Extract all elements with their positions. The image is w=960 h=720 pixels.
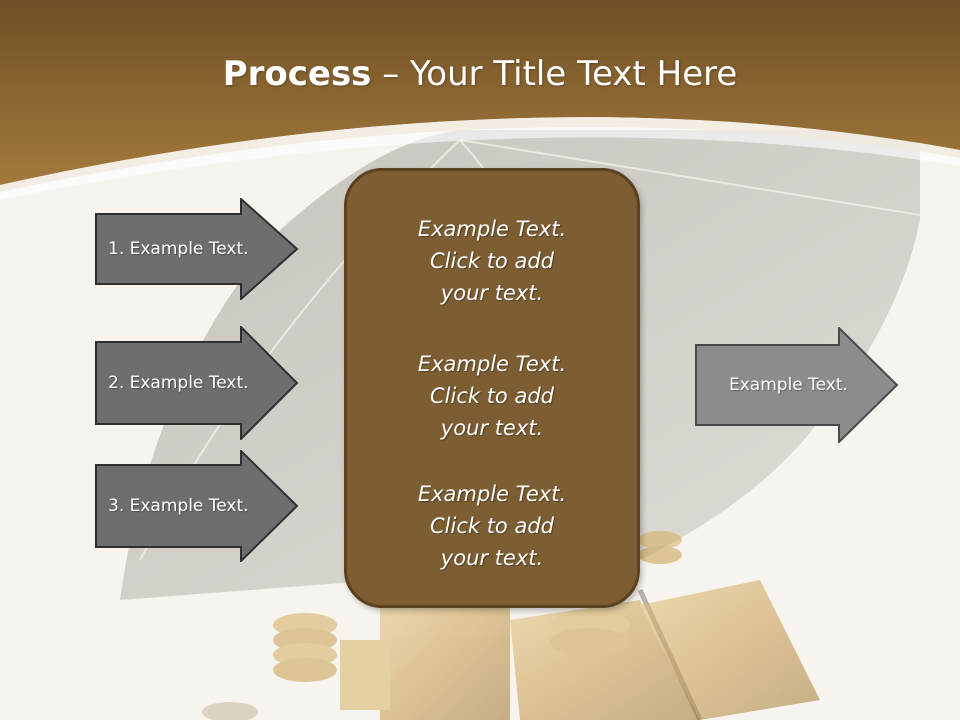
block-line: Example Text.: [417, 482, 567, 506]
block-line: Click to add: [429, 384, 554, 408]
block-line: Click to add: [429, 514, 554, 538]
title-bold: Process: [222, 54, 372, 94]
process-arrow-2[interactable]: 2. Example Text.: [95, 326, 299, 440]
right-arrow-shape: [95, 326, 299, 440]
center-text-block-3: Example Text. Click to add your text.: [347, 478, 637, 574]
block-line: your text.: [440, 281, 544, 305]
arrow-label: 3. Example Text.: [108, 496, 249, 516]
arrow-label: 2. Example Text.: [108, 373, 249, 393]
center-text-block-1: Example Text. Click to add your text.: [347, 213, 637, 309]
process-arrow-3[interactable]: 3. Example Text.: [95, 450, 299, 562]
block-line: Example Text.: [417, 352, 567, 376]
block-line: your text.: [440, 546, 544, 570]
arrow-label: Example Text.: [729, 375, 848, 395]
right-arrow-shape: [695, 327, 899, 443]
block-line: Click to add: [429, 249, 554, 273]
right-arrow-shape: [95, 198, 299, 300]
block-line: Example Text.: [417, 217, 567, 241]
center-text-block-2: Example Text. Click to add your text.: [347, 348, 637, 444]
arrow-label: 1. Example Text.: [108, 239, 249, 259]
block-line: your text.: [440, 416, 544, 440]
process-arrow-1[interactable]: 1. Example Text.: [95, 198, 299, 300]
slide-title[interactable]: Process – Your Title Text Here: [0, 52, 960, 96]
right-arrow-shape: [95, 450, 299, 562]
result-arrow[interactable]: Example Text.: [695, 327, 899, 443]
title-rest: – Your Title Text Here: [371, 54, 738, 94]
center-text-box[interactable]: Example Text. Click to add your text. Ex…: [344, 168, 640, 608]
